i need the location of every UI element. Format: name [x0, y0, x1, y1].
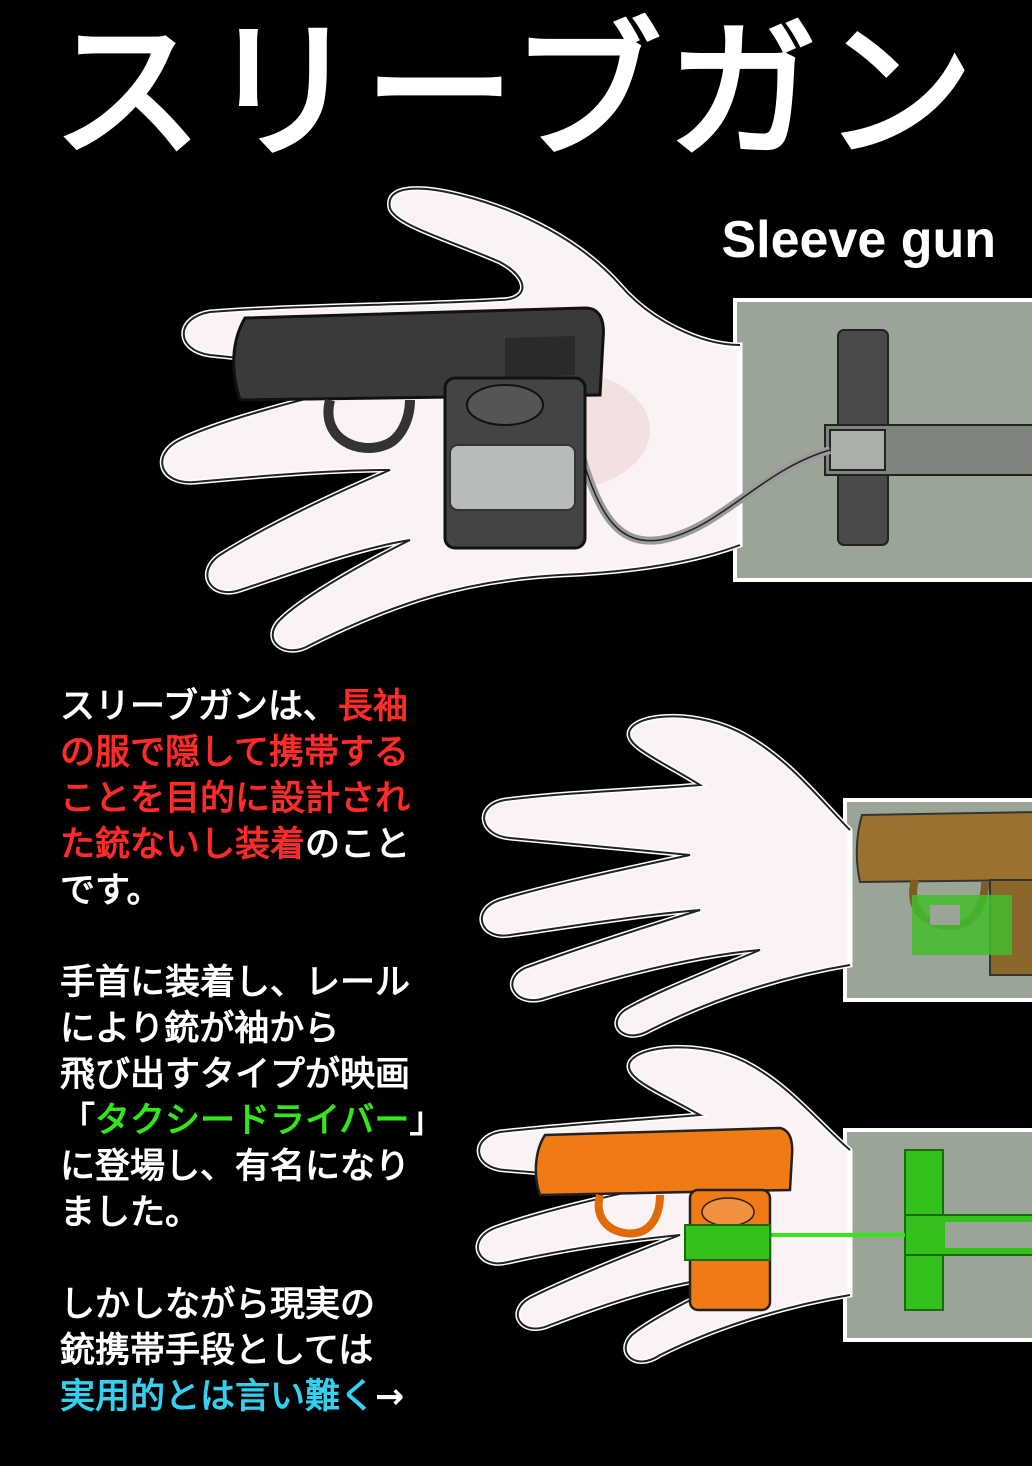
text-line: 飛び出すタイプが映画 [60, 1055, 411, 1095]
text-segment: 」 [409, 1101, 445, 1141]
paragraph-taxi-driver: 手首に装着し、レール により銃が袖から 飛び出すタイプが映画 「タクシードライバ… [60, 960, 460, 1236]
text-line: ました。 [60, 1193, 201, 1233]
open-hand-illustration [479, 713, 1032, 1038]
text-segment: 「 [60, 1101, 96, 1141]
brown-pistol [855, 811, 1032, 976]
dark-pistol [232, 306, 605, 550]
text-line: に登場し、有名になり [60, 1147, 411, 1187]
text-line: 銃携帯手段としては [60, 1331, 374, 1371]
highlight-red: た銃ないし装着 [60, 825, 306, 865]
text-line: により銃が袖から [60, 1009, 340, 1049]
text-line: しかしながら現実の [60, 1285, 376, 1325]
paragraph-definition: スリーブガンは、長袖 の服で隠して携帯する ことを目的に設計され た銃ないし装着… [60, 684, 460, 914]
highlight-cyan: 実用的とは言い難く [60, 1377, 376, 1417]
highlight-red: 長袖 [337, 687, 408, 727]
hand-with-dark-pistol-illustration [159, 186, 1032, 653]
text-line: 手首に装着し、レール [60, 963, 411, 1003]
page-subtitle: Sleeve gun [721, 211, 996, 269]
page-title: スリーブガン [52, 6, 980, 180]
text-segment: のこと [305, 825, 411, 865]
paragraph-practicality: しかしながら現実の 銃携帯手段としては 実用的とは言い難く→ [60, 1282, 460, 1420]
highlight-red: の服で隠して携帯する [60, 733, 409, 773]
text-segment: です。 [60, 871, 162, 911]
hand-with-orange-pistol-illustration [475, 1044, 1032, 1364]
text-segment: スリーブガンは、 [60, 687, 338, 727]
arrow-right-icon: → [375, 1377, 405, 1417]
orange-pistol [534, 1126, 794, 1312]
highlight-red: ことを目的に設計され [60, 779, 411, 819]
description-text: スリーブガンは、長袖 の服で隠して携帯する ことを目的に設計され た銃ないし装着… [60, 684, 460, 1466]
highlight-green: タクシードライバー [95, 1101, 410, 1141]
